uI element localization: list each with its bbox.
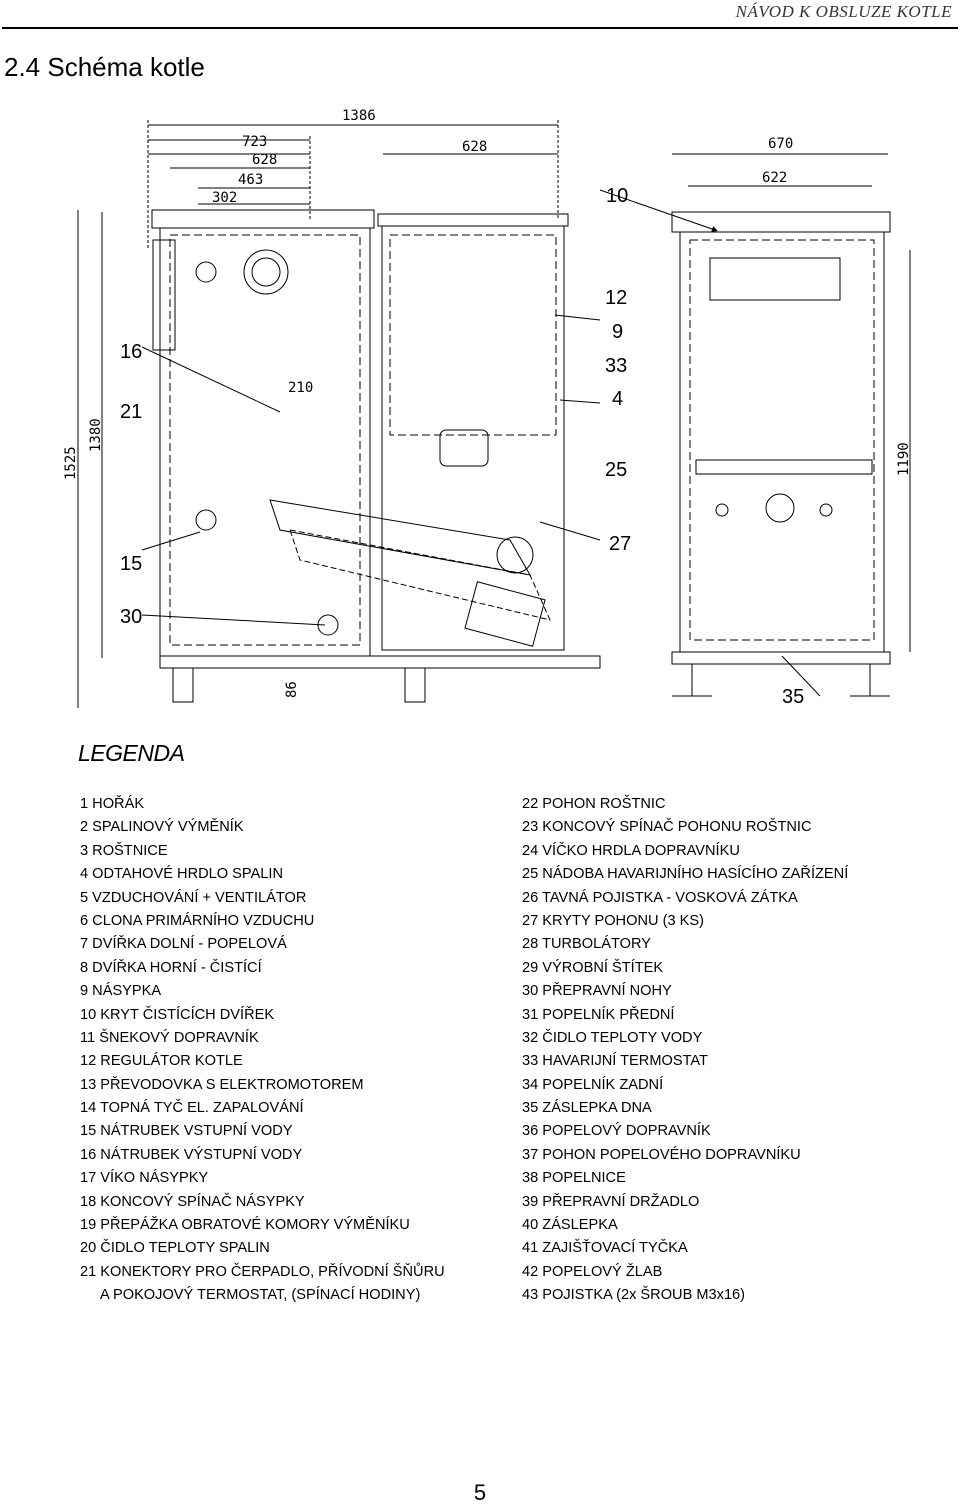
legend-item: 38 POPELNICE bbox=[522, 1170, 626, 1187]
legend-item: 25 NÁDOBA HAVARIJNÍHO HASÍCÍHO ZAŘÍZENÍ bbox=[522, 866, 849, 883]
dim-1386: 1386 bbox=[342, 108, 376, 124]
callout-35: 35 bbox=[782, 686, 804, 708]
header-rule bbox=[2, 27, 958, 29]
callout-9: 9 bbox=[612, 321, 623, 343]
dim-1380: 1380 bbox=[88, 418, 104, 452]
legend-item: 29 VÝROBNÍ ŠTÍTEK bbox=[522, 959, 664, 976]
callout-27: 27 bbox=[609, 533, 631, 555]
header-title: NÁVOD K OBSLUZE KOTLE bbox=[735, 2, 952, 21]
legend-item: 35 ZÁSLEPKA DNA bbox=[522, 1100, 652, 1117]
legend-item: 8 DVÍŘKA HORNÍ - ČISTÍCÍ bbox=[80, 959, 262, 976]
legend-item: 18 KONCOVÝ SPÍNAČ NÁSYPKY bbox=[80, 1193, 305, 1210]
legend-item: 37 POHON POPELOVÉHO DOPRAVNÍKU bbox=[522, 1146, 801, 1163]
legend-item: 40 ZÁSLEPKA bbox=[522, 1217, 618, 1234]
legend-item: 1 HOŘÁK bbox=[80, 796, 145, 812]
dim-210: 210 bbox=[288, 380, 313, 396]
legend-item: 36 POPELOVÝ DOPRAVNÍK bbox=[522, 1123, 711, 1140]
callout-16: 16 bbox=[120, 341, 142, 363]
dim-302: 302 bbox=[212, 190, 237, 206]
boiler-schematic: 1386 723 628 463 302 628 670 622 210 152… bbox=[63, 108, 912, 708]
legend-item: 5 VZDUCHOVÁNÍ + VENTILÁTOR bbox=[80, 889, 307, 906]
legend-item: 33 HAVARIJNÍ TERMOSTAT bbox=[522, 1053, 708, 1070]
legend-title: LEGENDA bbox=[78, 740, 185, 766]
callout-10: 10 bbox=[606, 185, 628, 207]
legend-item: 14 TOPNÁ TYČ EL. ZAPALOVÁNÍ bbox=[80, 1100, 304, 1117]
dim-1190: 1190 bbox=[896, 442, 912, 476]
dim-86: 86 bbox=[284, 681, 300, 698]
legend-item: 17 VÍKO NÁSYPKY bbox=[80, 1170, 209, 1187]
legend-item: 9 NÁSYPKA bbox=[80, 983, 162, 1000]
legend-item: 15 NÁTRUBEK VSTUPNÍ VODY bbox=[80, 1123, 293, 1140]
legend-item: 12 REGULÁTOR KOTLE bbox=[80, 1053, 243, 1070]
callout-12: 12 bbox=[605, 287, 627, 309]
legend-item: 26 TAVNÁ POJISTKA - VOSKOVÁ ZÁTKA bbox=[522, 889, 798, 906]
legend-right-column: 22 POHON ROŠTNIC 23 KONCOVÝ SPÍNAČ POHON… bbox=[522, 793, 848, 1308]
section-title: 2.4 Schéma kotle bbox=[4, 52, 205, 82]
legend-item: 6 CLONA PRIMÁRNÍHO VZDUCHU bbox=[80, 912, 315, 929]
legend-item: 27 KRYTY POHONU (3 KS) bbox=[522, 912, 704, 929]
legend-item: 24 VÍČKO HRDLA DOPRAVNÍKU bbox=[522, 842, 740, 859]
legend-item: 22 POHON ROŠTNIC bbox=[522, 796, 666, 812]
dim-463: 463 bbox=[238, 172, 263, 188]
callout-15: 15 bbox=[120, 553, 142, 575]
legend-item: 4 ODTAHOVÉ HRDLO SPALIN bbox=[80, 866, 284, 883]
callout-21: 21 bbox=[120, 401, 142, 423]
dim-628-right: 628 bbox=[462, 139, 487, 155]
legend-item: 11 ŠNEKOVÝ DOPRAVNÍK bbox=[80, 1029, 259, 1046]
legend-item: 21 KONEKTORY PRO ČERPADLO, PŘÍVODNÍ ŠŇŮR… bbox=[80, 1263, 445, 1280]
legend-left-column: 1 HOŘÁK 2 SPALINOVÝ VÝMĚNÍK 3 ROŠTNICE 4… bbox=[80, 793, 445, 1308]
legend-item: 20 ČIDLO TEPLOTY SPALIN bbox=[80, 1240, 270, 1257]
dim-622: 622 bbox=[762, 170, 787, 186]
legend-item: 19 PŘEPÁŽKA OBRATOVÉ KOMORY VÝMĚNÍKU bbox=[80, 1217, 410, 1234]
legend-item-continuation: A POKOJOVÝ TERMOSTAT, (SPÍNACÍ HODINY) bbox=[100, 1287, 421, 1304]
legend-item: 23 KONCOVÝ SPÍNAČ POHONU ROŠTNIC bbox=[522, 819, 812, 836]
dim-670: 670 bbox=[768, 136, 793, 152]
legend-item: 34 POPELNÍK ZADNÍ bbox=[522, 1076, 664, 1093]
legend-item: 41 ZAJIŠŤOVACÍ TYČKA bbox=[522, 1240, 688, 1257]
dim-723: 723 bbox=[242, 134, 267, 150]
callout-33: 33 bbox=[605, 355, 627, 377]
callout-30: 30 bbox=[120, 606, 142, 628]
dim-1525: 1525 bbox=[63, 446, 79, 480]
legend-item: 7 DVÍŘKA DOLNÍ - POPELOVÁ bbox=[80, 936, 287, 953]
legend-item: 10 KRYT ČISTÍCÍCH DVÍŘEK bbox=[80, 1006, 275, 1023]
legend-item: 42 POPELOVÝ ŽLAB bbox=[522, 1263, 663, 1280]
legend-item: 3 ROŠTNICE bbox=[80, 842, 168, 859]
dim-628-left: 628 bbox=[252, 152, 277, 168]
legend-item: 30 PŘEPRAVNÍ NOHY bbox=[522, 983, 672, 1000]
legend-item: 39 PŘEPRAVNÍ DRŽADLO bbox=[522, 1193, 700, 1210]
page-number: 5 bbox=[473, 1480, 487, 1505]
legend-item: 43 POJISTKA (2x ŠROUB M3x16) bbox=[522, 1287, 746, 1304]
legend-item: 28 TURBOLÁTORY bbox=[522, 936, 651, 953]
callout-25: 25 bbox=[605, 459, 627, 481]
legend-item: 32 ČIDLO TEPLOTY VODY bbox=[522, 1029, 703, 1046]
legend-item: 2 SPALINOVÝ VÝMĚNÍK bbox=[80, 819, 244, 836]
legend-item: 31 POPELNÍK PŘEDNÍ bbox=[522, 1006, 675, 1023]
legend-item: 13 PŘEVODOVKA S ELEKTROMOTOREM bbox=[80, 1076, 364, 1093]
callout-4: 4 bbox=[612, 388, 623, 410]
legend-item: 16 NÁTRUBEK VÝSTUPNÍ VODY bbox=[80, 1146, 303, 1163]
